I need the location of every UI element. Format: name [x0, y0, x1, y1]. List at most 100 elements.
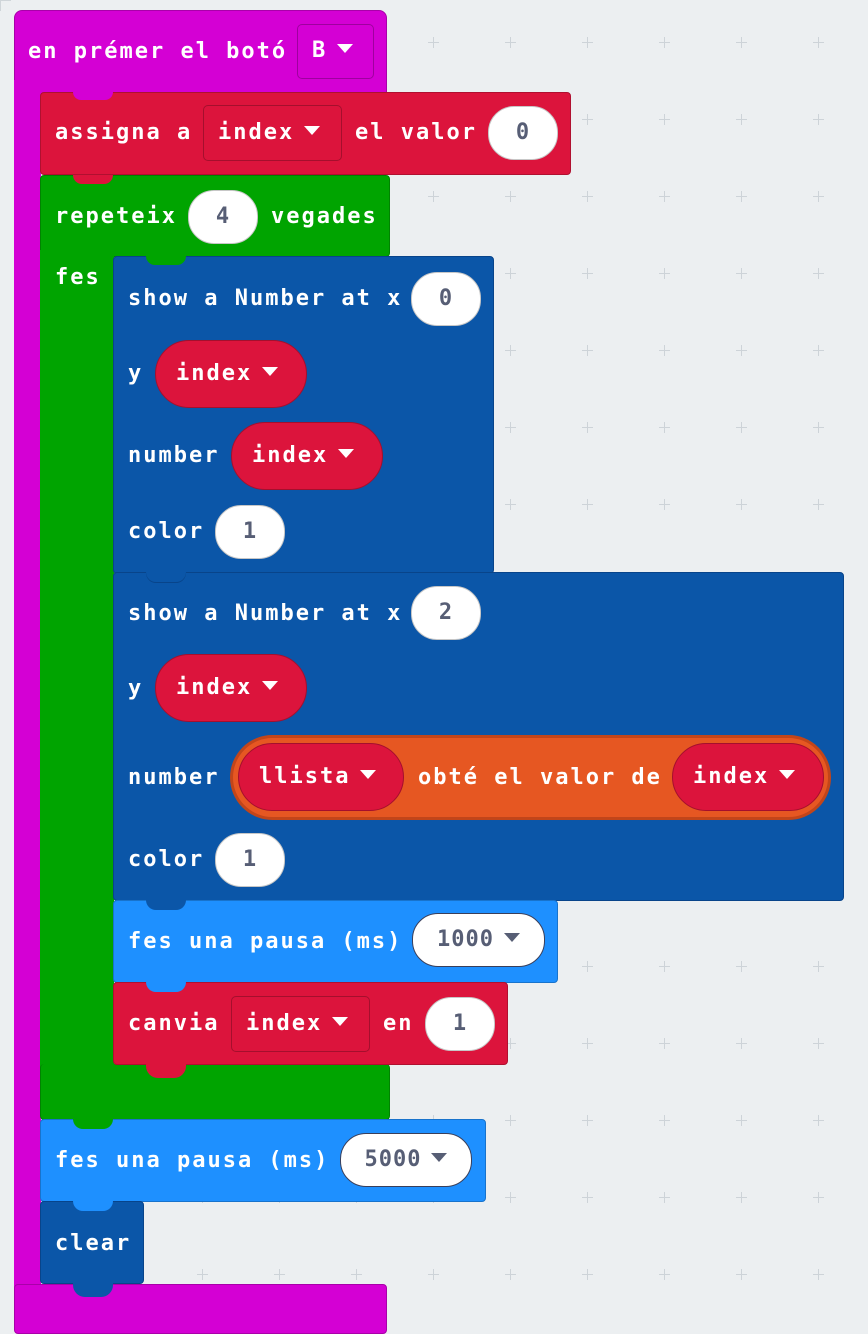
grid-plus-icon	[659, 422, 670, 433]
list-variable-reporter[interactable]: llista	[238, 743, 404, 811]
grid-plus-icon	[582, 114, 593, 125]
grid-plus-icon	[736, 1192, 747, 1203]
grid-plus-icon	[813, 345, 824, 356]
grid-plus-icon	[813, 1115, 824, 1126]
grid-plus-icon	[659, 1115, 670, 1126]
on-button-pressed-arm	[14, 80, 41, 1327]
dropdown-arrow-icon	[262, 680, 279, 690]
pause-label: fes una pausa (ms)	[128, 929, 403, 954]
grid-plus-icon	[505, 268, 516, 279]
x-input[interactable]: 0	[411, 272, 481, 326]
do-label: fes	[55, 265, 101, 290]
grid-plus-icon	[659, 499, 670, 510]
grid-plus-icon	[736, 1269, 747, 1280]
grid-plus-icon	[736, 268, 747, 279]
change-amount-input[interactable]: 1	[425, 997, 495, 1051]
variable-dropdown[interactable]: index	[203, 105, 342, 161]
variable-name: index	[176, 675, 253, 700]
color-label: color	[128, 847, 205, 872]
variable-name: index	[176, 361, 253, 386]
grid-plus-icon	[736, 345, 747, 356]
button-dropdown[interactable]: B	[297, 24, 374, 79]
grid-plus-icon	[505, 499, 516, 510]
dropdown-arrow-icon	[779, 769, 796, 779]
color-input[interactable]: 1	[215, 505, 285, 559]
repeat-arm	[40, 250, 114, 1070]
clear-block[interactable]	[40, 1201, 144, 1284]
grid-plus-icon	[736, 422, 747, 433]
variable-name: index	[693, 764, 770, 789]
x-input[interactable]: 2	[411, 586, 481, 640]
dropdown-arrow-icon	[360, 769, 377, 779]
grid-plus-icon	[736, 1115, 747, 1126]
grid-plus-icon	[813, 1269, 824, 1280]
button-value: B	[312, 38, 328, 63]
color-input[interactable]: 1	[215, 833, 285, 887]
assign-label: assigna a	[55, 120, 193, 145]
repeat-label: repeteix	[55, 204, 177, 229]
number-label: number	[128, 765, 220, 790]
grid-plus-icon	[659, 114, 670, 125]
dropdown-arrow-icon	[304, 125, 321, 135]
grid-plus-icon	[197, 1269, 208, 1280]
grid-plus-icon	[505, 1192, 516, 1203]
grid-plus-icon	[813, 961, 824, 972]
by-label: en	[383, 1011, 414, 1036]
variable-name: index	[252, 443, 329, 468]
grid-plus-icon	[582, 422, 593, 433]
grid-plus-icon	[582, 1115, 593, 1126]
grid-plus-icon	[582, 345, 593, 356]
grid-plus-icon	[274, 1269, 285, 1280]
grid-plus-icon	[813, 1192, 824, 1203]
variable-name: llista	[259, 764, 351, 789]
grid-plus-icon	[813, 422, 824, 433]
variable-dropdown[interactable]: index	[231, 996, 370, 1052]
y-variable-reporter[interactable]: index	[155, 340, 307, 408]
value-input[interactable]: 0	[488, 106, 558, 160]
number-label: number	[128, 443, 220, 468]
number-variable-reporter[interactable]: index	[231, 422, 383, 490]
value-label: el valor	[355, 120, 477, 145]
grid-plus-icon	[659, 961, 670, 972]
grid-plus-icon	[505, 422, 516, 433]
duration-value: 1000	[437, 927, 494, 952]
grid-plus-icon	[582, 1192, 593, 1203]
variable-name: index	[246, 1011, 323, 1036]
grid-plus-icon	[505, 1115, 516, 1126]
dropdown-arrow-icon	[338, 448, 355, 458]
dropdown-arrow-icon	[503, 932, 520, 942]
clear-label: clear	[55, 1231, 132, 1256]
change-label: canvia	[128, 1011, 220, 1036]
show-number-label: show a Number at x	[128, 286, 403, 311]
index-variable-reporter[interactable]: index	[672, 743, 824, 811]
y-variable-reporter[interactable]: index	[155, 654, 307, 722]
pause-label: fes una pausa (ms)	[55, 1148, 330, 1173]
grid-plus-icon	[582, 268, 593, 279]
repeat-bottom	[40, 1064, 390, 1120]
grid-plus-icon	[659, 268, 670, 279]
grid-plus-icon	[582, 1269, 593, 1280]
grid-plus-icon	[505, 1038, 516, 1049]
grid-plus-icon	[582, 961, 593, 972]
grid-plus-icon	[813, 37, 824, 48]
grid-plus-icon	[582, 499, 593, 510]
grid-plus-icon	[736, 499, 747, 510]
grid-plus-icon	[813, 499, 824, 510]
variable-name: index	[218, 120, 295, 145]
dropdown-arrow-icon	[431, 1152, 448, 1162]
pause-duration-dropdown[interactable]: 1000	[412, 913, 545, 967]
times-label: vegades	[271, 204, 378, 229]
grid-plus-icon	[736, 191, 747, 202]
grid-plus-icon	[813, 114, 824, 125]
repeat-count-input[interactable]: 4	[188, 190, 258, 244]
hat-label: en prémer el botó	[28, 39, 288, 64]
grid-plus-icon	[582, 1038, 593, 1049]
grid-plus-icon	[582, 191, 593, 202]
grid-plus-icon	[659, 1269, 670, 1280]
pause-duration-dropdown[interactable]: 5000	[340, 1133, 472, 1187]
grid-plus-icon	[736, 1038, 747, 1049]
duration-value: 5000	[364, 1147, 422, 1172]
grid-plus-icon	[736, 961, 747, 972]
grid-plus-icon	[736, 114, 747, 125]
grid-plus-icon	[813, 191, 824, 202]
